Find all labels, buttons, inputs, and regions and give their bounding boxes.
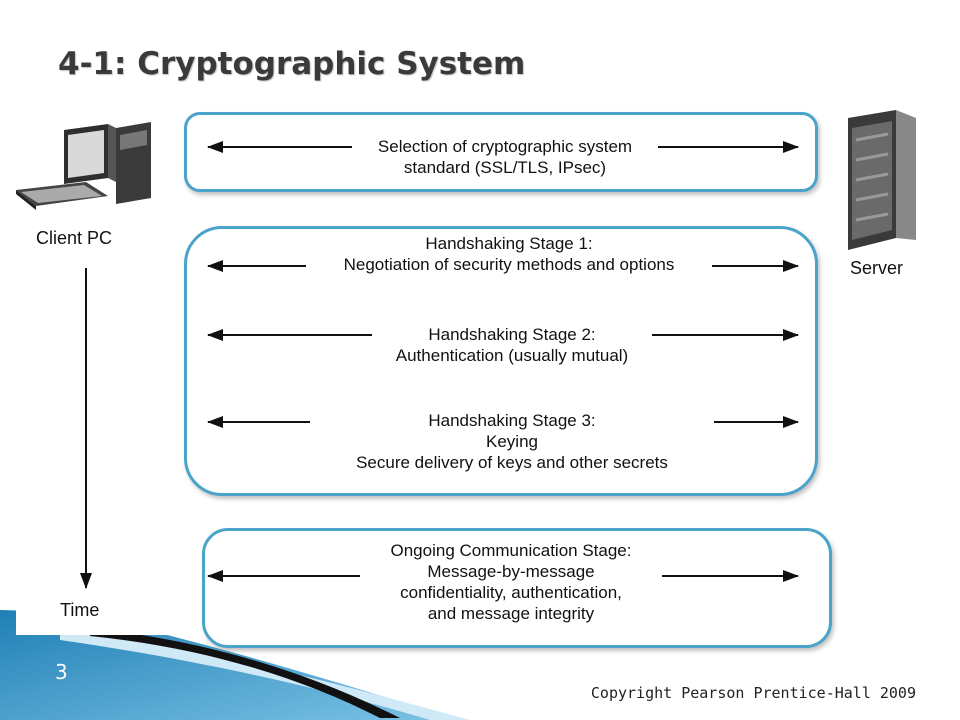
server-icon <box>848 110 916 250</box>
ongoing-text: Ongoing Communication Stage: Message-by-… <box>360 540 662 624</box>
handshake1-line-1: Handshaking Stage 1: <box>425 234 593 253</box>
ongoing-line-4: and message integrity <box>427 604 595 623</box>
light-swoosh <box>60 630 470 720</box>
server-label: Server <box>850 258 904 278</box>
selection-line-2: standard (SSL/TLS, IPsec) <box>403 158 607 177</box>
black-swoosh <box>90 628 400 718</box>
slide-title: 4-1: Cryptographic System <box>58 46 526 82</box>
selection-line-1: Selection of cryptographic system <box>377 137 633 156</box>
client-pc-label: Client PC <box>36 228 113 248</box>
handshake2-text: Handshaking Stage 2: Authentication (usu… <box>372 324 652 366</box>
ongoing-line-3: confidentiality, authentication, <box>400 583 622 602</box>
handshake3-line-1: Handshaking Stage 3: <box>428 411 596 430</box>
ongoing-line-2: Message-by-message <box>427 562 595 581</box>
handshake3-text: Handshaking Stage 3: Keying Secure deliv… <box>310 410 714 473</box>
copyright-notice: Copyright Pearson Prentice-Hall 2009 <box>590 684 916 702</box>
client-pc-icon <box>16 122 151 210</box>
handshake1-line-2: Negotiation of security methods and opti… <box>343 255 675 274</box>
handshake3-line-2: Keying <box>486 432 538 451</box>
time-label: Time <box>60 600 100 620</box>
handshake2-line-2: Authentication (usually mutual) <box>395 346 629 365</box>
ongoing-line-1: Ongoing Communication Stage: <box>390 541 632 560</box>
cryptographic-system-figure: Selection of cryptographic system standa… <box>16 100 920 648</box>
selection-text: Selection of cryptographic system standa… <box>352 136 658 178</box>
handshake3-line-3: Secure delivery of keys and other secret… <box>356 453 668 472</box>
figure-graphics <box>16 110 916 589</box>
handshake2-line-1: Handshaking Stage 2: <box>428 325 596 344</box>
handshake1-text: Handshaking Stage 1: Negotiation of secu… <box>306 233 712 275</box>
slide-number: 3 <box>55 660 68 684</box>
